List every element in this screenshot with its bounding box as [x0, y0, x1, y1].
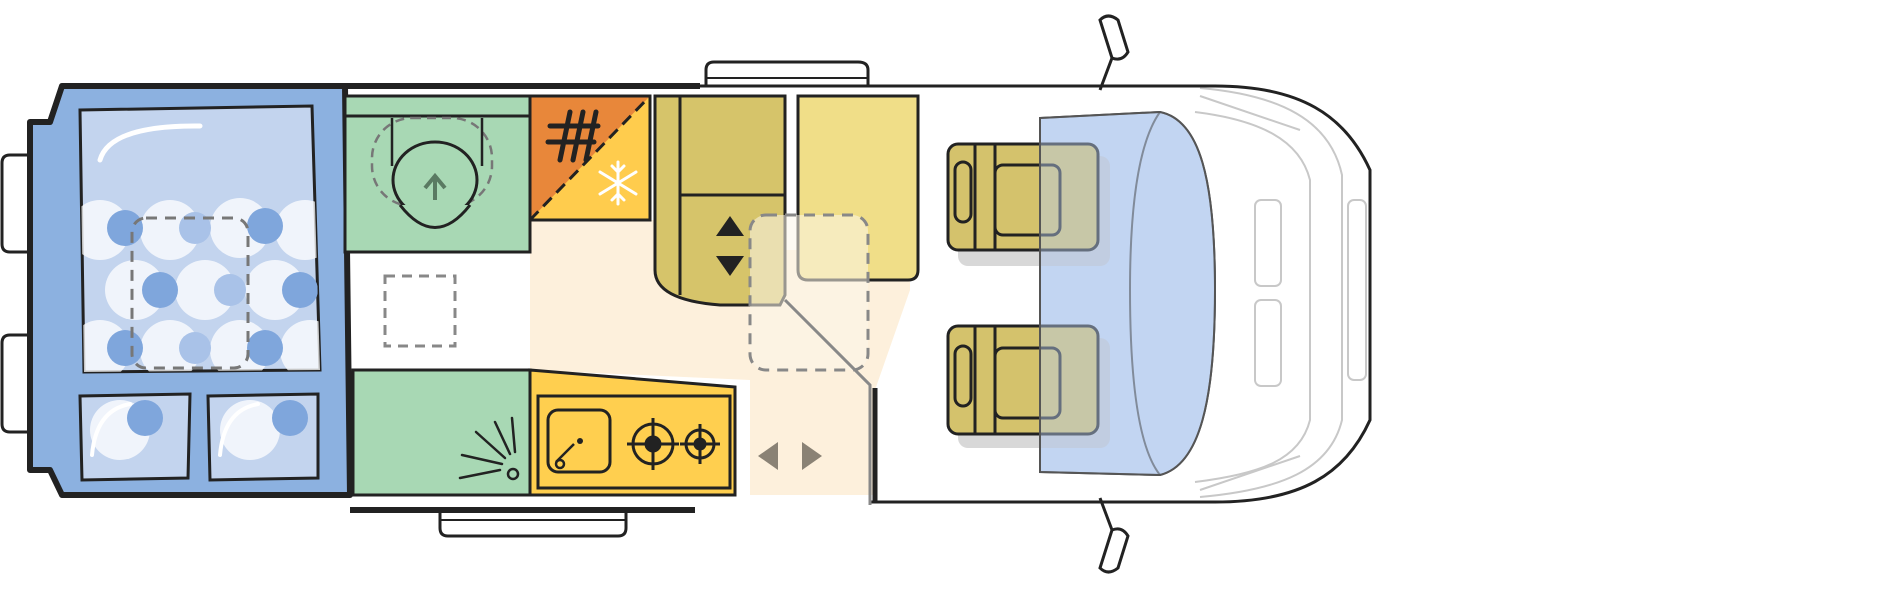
table-up-down-arrows-icon — [716, 216, 744, 276]
shower-icon — [458, 416, 520, 481]
mirror-icon — [1098, 497, 1130, 574]
heater-icon — [545, 109, 601, 163]
lower-wall — [350, 388, 878, 513]
pillow-right — [206, 392, 320, 482]
table-slide-left-right-arrows-icon — [758, 442, 822, 470]
sink-icon — [546, 408, 612, 474]
dashboard-curve — [1128, 111, 1161, 476]
hob-burner-icon — [627, 418, 720, 470]
cab-outline — [1194, 87, 1367, 498]
cab-seat-icon — [946, 324, 1110, 448]
cab-seat-icon — [946, 142, 1110, 266]
windshield-overlay — [1039, 110, 1217, 477]
toilet-room — [343, 94, 532, 254]
kitchen-counter — [528, 368, 737, 497]
dinette-table — [748, 94, 920, 505]
floor-hatch-dashed — [383, 274, 457, 348]
fridge-block — [528, 94, 652, 222]
toilet-icon — [370, 116, 494, 229]
double-bed-icon — [78, 104, 322, 374]
window-frame-top — [704, 60, 870, 86]
fridge-snowflake-icon — [598, 160, 638, 206]
side-door-icon — [438, 510, 628, 538]
mirror-icon — [1098, 14, 1130, 91]
pillow-left — [78, 392, 192, 482]
shower-room — [351, 368, 532, 497]
